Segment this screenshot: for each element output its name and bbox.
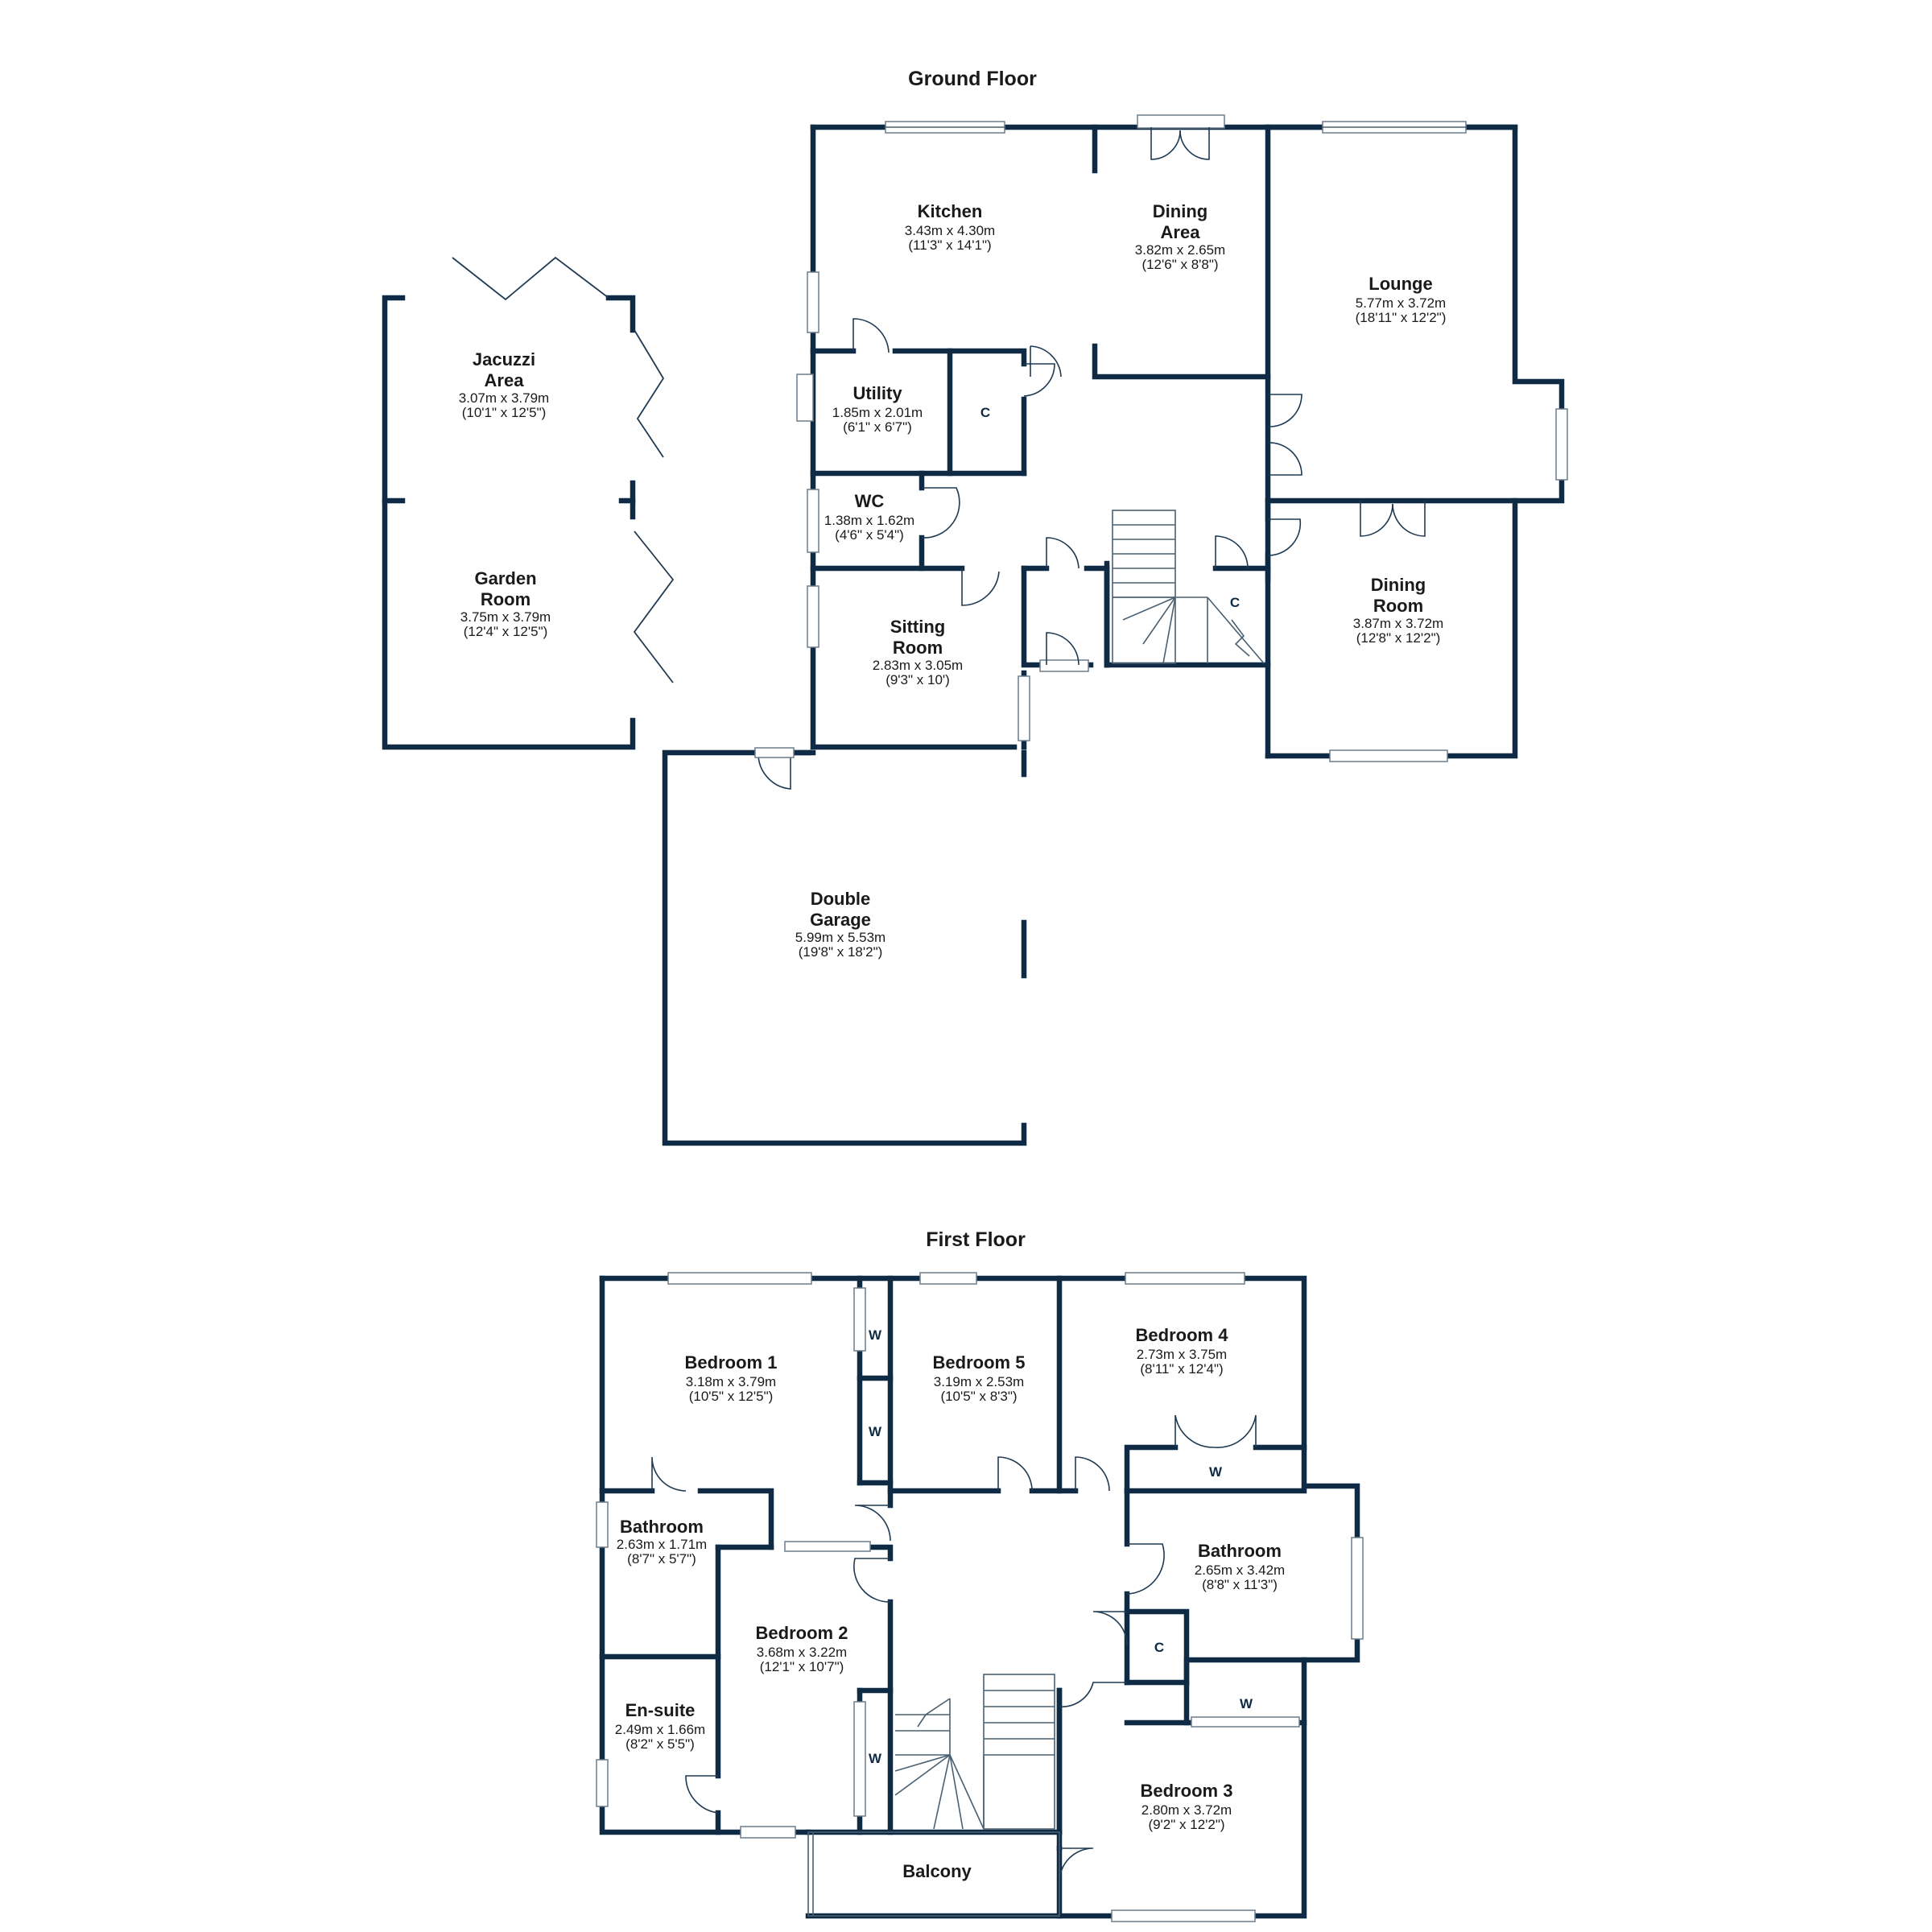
- room-label-bathroom-right: Bathroom 2.65m x 3.42m (8'8" x 11'3"): [1195, 1541, 1285, 1592]
- svg-text:3.75m x 3.79m: 3.75m x 3.79m: [460, 609, 551, 625]
- stair-cupboard-mark: C: [1230, 595, 1240, 610]
- room-label-garden-room: Garden Room 3.75m x 3.79m (12'4" x 12'5"…: [460, 568, 551, 639]
- svg-text:2.73m x 3.75m: 2.73m x 3.75m: [1137, 1347, 1227, 1362]
- balcony-area: [807, 1831, 1060, 1917]
- svg-text:(12'1" x 10'7"): (12'1" x 10'7"): [760, 1659, 844, 1674]
- svg-text:2.49m x 1.66m: 2.49m x 1.66m: [615, 1722, 705, 1737]
- svg-text:(12'4" x 12'5"): (12'4" x 12'5"): [464, 624, 548, 639]
- bifold-doors: [452, 256, 675, 683]
- svg-text:5.77m x 3.72m: 5.77m x 3.72m: [1356, 295, 1446, 311]
- room-label-ensuite: En-suite 2.49m x 1.66m (8'2" x 5'5"): [615, 1700, 705, 1752]
- room-label-balcony: Balcony: [902, 1861, 972, 1881]
- svg-text:5.99m x 5.53m: 5.99m x 5.53m: [795, 930, 886, 945]
- ground-floor-walls: [382, 124, 1565, 1146]
- svg-text:Bedroom 1: Bedroom 1: [685, 1352, 778, 1373]
- ground-staircase: [1112, 510, 1265, 664]
- room-label-bathroom-left: Bathroom 2.63m x 1.71m (8'7" x 5'7"): [617, 1517, 707, 1567]
- svg-text:1.85m x 2.01m: 1.85m x 2.01m: [832, 405, 923, 420]
- svg-text:(11'3" x 14'1"): (11'3" x 14'1"): [908, 237, 991, 253]
- svg-text:Kitchen: Kitchen: [918, 201, 983, 221]
- svg-text:(8'11" x 12'4"): (8'11" x 12'4"): [1140, 1361, 1223, 1377]
- room-label-bedroom5: Bedroom 5 3.19m x 2.53m (10'5" x 8'3"): [933, 1352, 1026, 1404]
- svg-text:Jacuzzi: Jacuzzi: [473, 349, 535, 369]
- room-label-dining-area: Dining Area 3.82m x 2.65m (12'6" x 8'8"): [1135, 201, 1225, 272]
- svg-text:(18'11" x 12'2"): (18'11" x 12'2"): [1356, 310, 1447, 325]
- room-label-jacuzzi-area: Jacuzzi Area 3.07m x 3.79m (10'1" x 12'5…: [459, 349, 549, 420]
- svg-text:(19'8" x 18'2"): (19'8" x 18'2"): [799, 944, 883, 960]
- svg-text:Sitting: Sitting: [890, 617, 945, 637]
- wardrobe-mark-1: W: [869, 1327, 882, 1343]
- svg-text:3.87m x 3.72m: 3.87m x 3.72m: [1353, 616, 1443, 631]
- svg-text:Bathroom: Bathroom: [1198, 1541, 1282, 1561]
- svg-text:(8'8" x 11'3"): (8'8" x 11'3"): [1202, 1577, 1278, 1592]
- cupboard-mark-first: C: [1154, 1640, 1164, 1655]
- svg-text:Room: Room: [1373, 596, 1423, 616]
- svg-text:Lounge: Lounge: [1368, 274, 1432, 294]
- svg-text:2.80m x 3.72m: 2.80m x 3.72m: [1141, 1802, 1232, 1818]
- svg-text:Bathroom: Bathroom: [620, 1517, 704, 1537]
- cupboard-mark: C: [980, 405, 990, 420]
- first-staircase: [894, 1674, 1055, 1830]
- room-label-sitting-room: Sitting Room 2.83m x 3.05m (9'3" x 10'): [873, 617, 963, 687]
- svg-text:3.19m x 2.53m: 3.19m x 2.53m: [934, 1374, 1024, 1389]
- wardrobe-mark-2: W: [869, 1424, 882, 1439]
- first-floor-doors: [651, 1414, 1257, 1883]
- svg-text:Garden: Garden: [474, 568, 536, 588]
- wardrobe-mark-3: W: [1209, 1464, 1223, 1480]
- ground-floor-doors: [754, 127, 1426, 790]
- room-label-utility: Utility 1.85m x 2.01m (6'1" x 6'7"): [832, 383, 923, 435]
- ground-floor-title: Ground Floor: [908, 68, 1037, 90]
- room-label-wc: WC 1.38m x 1.62m (4'6" x 5'4"): [824, 491, 914, 543]
- svg-text:(8'7" x 5'7"): (8'7" x 5'7"): [627, 1551, 696, 1567]
- svg-text:(4'6" x 5'4"): (4'6" x 5'4"): [835, 527, 904, 543]
- svg-text:3.82m x 2.65m: 3.82m x 2.65m: [1135, 242, 1225, 258]
- svg-text:(12'6" x 8'8"): (12'6" x 8'8"): [1141, 257, 1218, 272]
- svg-text:3.43m x 4.30m: 3.43m x 4.30m: [905, 223, 995, 238]
- room-label-lounge: Lounge 5.77m x 3.72m (18'11" x 12'2"): [1356, 274, 1447, 325]
- svg-text:(12'8" x 12'2"): (12'8" x 12'2"): [1356, 630, 1441, 646]
- svg-text:(10'5" x 12'5"): (10'5" x 12'5"): [689, 1389, 774, 1404]
- svg-text:(10'5" x 8'3"): (10'5" x 8'3"): [940, 1389, 1017, 1404]
- svg-text:Bedroom 4: Bedroom 4: [1136, 1325, 1229, 1345]
- svg-text:1.38m x 1.62m: 1.38m x 1.62m: [824, 513, 914, 528]
- svg-text:(10'1" x 12'5"): (10'1" x 12'5"): [462, 405, 547, 420]
- svg-text:2.83m x 3.05m: 2.83m x 3.05m: [873, 658, 963, 673]
- room-label-bedroom2: Bedroom 2 3.68m x 3.22m (12'1" x 10'7"): [756, 1623, 848, 1674]
- svg-text:Utility: Utility: [852, 383, 902, 403]
- svg-text:3.07m x 3.79m: 3.07m x 3.79m: [459, 390, 549, 406]
- svg-text:Room: Room: [893, 638, 943, 658]
- svg-text:Bedroom 2: Bedroom 2: [756, 1623, 848, 1643]
- svg-text:(8'2" x 5'5"): (8'2" x 5'5"): [625, 1736, 695, 1752]
- svg-text:(9'2" x 12'2"): (9'2" x 12'2"): [1148, 1817, 1224, 1832]
- room-label-bedroom1: Bedroom 1 3.18m x 3.79m (10'5" x 12'5"): [685, 1352, 778, 1404]
- wardrobe-mark-4: W: [1240, 1696, 1253, 1711]
- svg-text:Dining: Dining: [1153, 201, 1208, 221]
- room-label-bedroom3: Bedroom 3 2.80m x 3.72m (9'2" x 12'2"): [1141, 1781, 1233, 1832]
- svg-text:Dining: Dining: [1371, 575, 1426, 595]
- first-floor-windows: [596, 1272, 1364, 1922]
- svg-text:Double: Double: [811, 889, 871, 909]
- svg-text:Garage: Garage: [810, 910, 871, 930]
- first-floor-title: First Floor: [926, 1228, 1026, 1251]
- room-label-bedroom4: Bedroom 4 2.73m x 3.75m (8'11" x 12'4"): [1136, 1325, 1229, 1377]
- room-label-dining-room: Dining Room 3.87m x 3.72m (12'8" x 12'2"…: [1353, 575, 1443, 646]
- svg-text:3.18m x 3.79m: 3.18m x 3.79m: [686, 1374, 776, 1389]
- svg-text:Area: Area: [485, 370, 525, 390]
- svg-text:2.63m x 1.71m: 2.63m x 1.71m: [617, 1537, 707, 1552]
- svg-text:(6'1" x 6'7"): (6'1" x 6'7"): [843, 419, 912, 435]
- svg-text:WC: WC: [855, 491, 885, 511]
- svg-text:Room: Room: [481, 589, 530, 609]
- svg-text:En-suite: En-suite: [625, 1700, 696, 1720]
- svg-text:2.65m x 3.42m: 2.65m x 3.42m: [1195, 1563, 1285, 1578]
- svg-text:(9'3" x 10'): (9'3" x 10'): [886, 672, 950, 687]
- wardrobe-mark-5: W: [869, 1751, 882, 1766]
- room-label-double-garage: Double Garage 5.99m x 5.53m (19'8" x 18'…: [795, 889, 886, 960]
- room-label-kitchen: Kitchen 3.43m x 4.30m (11'3" x 14'1"): [905, 201, 995, 253]
- svg-text:3.68m x 3.22m: 3.68m x 3.22m: [757, 1645, 847, 1660]
- ground-floor-windows: [796, 114, 1568, 762]
- svg-text:Bedroom 3: Bedroom 3: [1141, 1781, 1233, 1801]
- svg-text:Bedroom 5: Bedroom 5: [933, 1352, 1026, 1373]
- svg-text:Area: Area: [1161, 222, 1201, 242]
